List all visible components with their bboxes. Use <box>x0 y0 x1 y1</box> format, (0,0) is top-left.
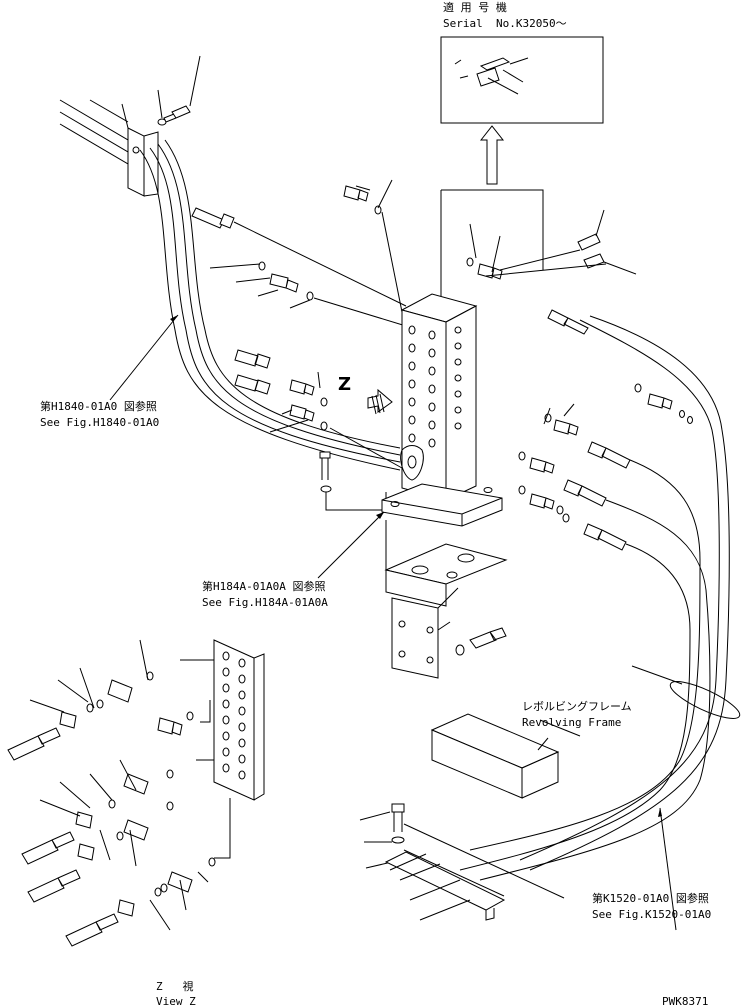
view-z-port <box>222 715 230 725</box>
view-z-port <box>238 706 246 716</box>
mounting-bracket <box>384 520 508 679</box>
manifold-port <box>408 361 416 371</box>
view-z-port <box>238 722 246 732</box>
view-z-port <box>238 690 246 700</box>
manifold-port <box>408 433 416 443</box>
manifold-ports <box>408 325 462 448</box>
manifold-port <box>428 330 436 340</box>
view-z-port <box>222 763 230 773</box>
manifold-port <box>428 348 436 358</box>
manifold-port <box>408 397 416 407</box>
leader-h1840 <box>109 314 179 401</box>
view-z-ports <box>222 651 246 780</box>
manifold-port <box>428 384 436 394</box>
view-z-port <box>238 770 246 780</box>
view-z-port <box>222 683 230 693</box>
view-z-fittings <box>7 639 216 947</box>
view-z-port <box>222 699 230 709</box>
leader-h184a <box>317 511 385 579</box>
ref-k1520-en: See Fig.K1520-01A0 <box>592 908 712 921</box>
view-z-port <box>238 754 246 764</box>
revolving-frame-jp: レボルビングフレーム <box>522 700 632 713</box>
ref-h184a-jp: 第H184A-01A0A 図参照 <box>202 580 326 593</box>
view-z-port <box>238 738 246 748</box>
hose-bundle-left <box>139 139 401 471</box>
fitting-top-center <box>343 185 369 202</box>
fittings-left-row1 <box>209 261 407 327</box>
view-z-marker: Z <box>338 374 352 395</box>
hose-bundle-right <box>459 315 741 881</box>
manifold-port <box>454 326 462 334</box>
manifold-port <box>408 325 416 335</box>
oring-top-center <box>374 205 382 215</box>
hose-ends-right <box>563 441 631 551</box>
bolt-top-left <box>157 55 201 126</box>
detail-bracket <box>440 189 544 300</box>
view-z-port <box>222 651 230 661</box>
view-z-port <box>222 731 230 741</box>
manifold-port <box>408 379 416 389</box>
view-z-port <box>238 674 246 684</box>
bolt-washer-center <box>319 451 387 511</box>
inset-applicable-label: 適 用 号 機 <box>443 1 507 14</box>
revolving-frame <box>430 713 581 799</box>
manifold-port <box>428 402 436 412</box>
manifold-port <box>428 438 436 448</box>
manifold-port <box>454 406 462 414</box>
view-z-port <box>222 747 230 757</box>
manifold-port <box>454 390 462 398</box>
manifold-port <box>454 374 462 382</box>
manifold-port <box>454 342 462 350</box>
view-z-arrow <box>367 388 393 415</box>
manifold-port <box>408 415 416 425</box>
leader-k1520 <box>659 807 677 931</box>
manifold-port <box>428 420 436 430</box>
leader-top-center <box>381 211 403 313</box>
inset-serial-label: Serial No.K32050～ <box>443 17 567 30</box>
drawing-id: PWK8371 <box>662 995 709 1008</box>
view-z-label-jp: Z 視 <box>156 980 194 993</box>
ref-h1840-en: See Fig.H1840-01A0 <box>40 416 160 429</box>
fittings-right <box>466 209 693 523</box>
manifold-port <box>454 358 462 366</box>
ref-h1840-jp: 第H1840-01A0 図参照 <box>40 400 157 413</box>
up-arrow <box>479 125 505 185</box>
frame-member-top-left <box>59 89 163 197</box>
bracket-bolt <box>455 627 507 656</box>
revolving-frame-en: Revolving Frame <box>522 716 622 729</box>
hose-fitting-a <box>191 207 407 307</box>
manifold-port <box>408 343 416 353</box>
leader-lines-misc <box>355 179 551 425</box>
manifold-block <box>381 293 503 527</box>
view-z-detail <box>180 639 265 859</box>
manifold-port <box>454 422 462 430</box>
leader-revolving <box>537 737 549 751</box>
inset-detail-box <box>440 36 604 124</box>
manifold-port <box>428 366 436 376</box>
view-z-port <box>238 658 246 668</box>
fittings-left-row2 <box>234 349 403 469</box>
ref-h184a-en: See Fig.H184A-01A0A <box>202 596 328 609</box>
frame-bottom-bracket <box>384 823 565 921</box>
view-z-label-en: View Z <box>156 995 196 1008</box>
view-z-port <box>222 667 230 677</box>
ref-k1520-jp: 第K1520-01A0 図参照 <box>592 892 709 905</box>
